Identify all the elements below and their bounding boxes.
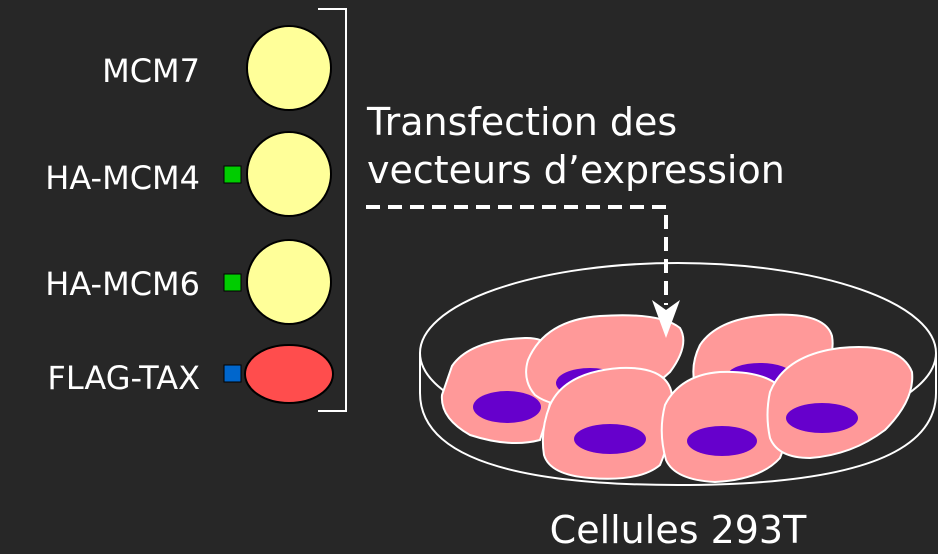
flag-tag-tax: [223, 364, 242, 383]
construct-bracket: [318, 8, 347, 412]
ha-tag-mcm4: [223, 165, 242, 184]
mcm7-protein: [246, 25, 332, 111]
construct-label-ha-mcm6: HA-MCM6: [45, 265, 200, 303]
transfection-arrowhead: [652, 300, 680, 338]
ha-mcm6-protein: [246, 239, 332, 325]
transfection-line-2: vecteurs d’expression: [367, 148, 785, 192]
ha-tag-mcm6: [223, 273, 242, 292]
cell-front-left: [541, 366, 674, 480]
flag-tax-protein: [244, 344, 334, 404]
petri-dish-wall: [419, 353, 937, 487]
construct-label-mcm7: MCM7: [102, 52, 200, 90]
transfection-arrow-line: [366, 205, 668, 305]
dish-label: Cellules 293T: [550, 508, 807, 552]
cell-front-center: [660, 370, 790, 484]
construct-label-flag-tax: FLAG-TAX: [47, 359, 200, 397]
cell-front-right: [766, 346, 914, 460]
transfection-line-1: Transfection des: [366, 100, 677, 144]
ha-mcm4-protein: [246, 131, 332, 217]
construct-label-ha-mcm4: HA-MCM4: [45, 159, 200, 197]
